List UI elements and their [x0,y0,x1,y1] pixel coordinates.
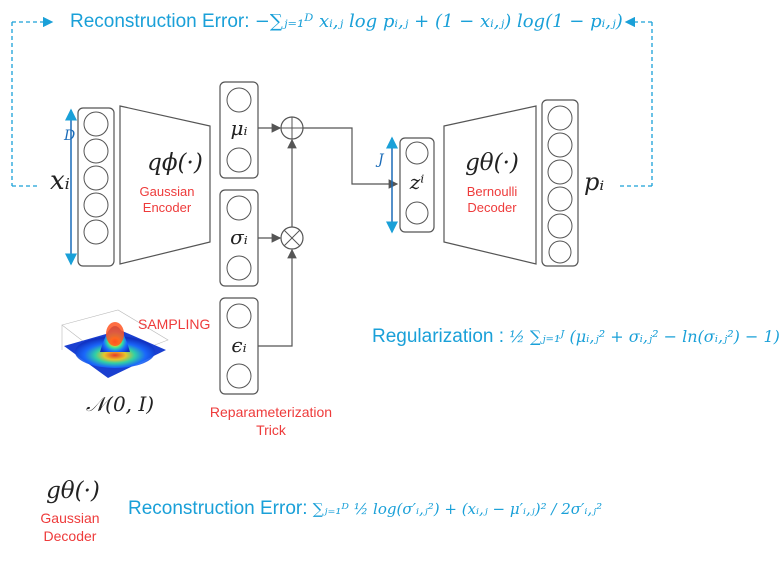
eps-layer [219,297,259,395]
latent-dim-label: J [378,152,384,168]
decoder-trapezoid [443,105,537,265]
reparam-trick-line1: Reparameterization [209,404,333,420]
encoder-trapezoid [119,105,211,265]
regularization-formula: ½ ∑ⱼ₌₁ᴶ (μᵢ,ⱼ² + σᵢ,ⱼ² − ln(σᵢ,ⱼ²) − 1) [509,327,780,346]
mu-layer [219,81,259,179]
sigma-symbol: σᵢ [230,225,248,249]
gaussian-plot [61,309,169,378]
latent-symbol: zⁱ [409,170,425,194]
decoder-symbol: gθ(·) [465,150,519,176]
input-symbol: xᵢ [50,166,70,196]
reparam-trick-line2: Trick [256,422,286,438]
bottom-decoder-name-2: Decoder [43,528,97,544]
bottom-error-formula: ∑ⱼ₌₁ᴰ ½ log(σ′ᵢ,ⱼ²) + (xᵢ,ⱼ − μ′ᵢ,ⱼ)² / … [312,500,603,518]
dashed-feedback-left [11,16,54,187]
bottom-decoder-name-1: Gaussian [40,510,100,526]
bottom-error-label: Reconstruction Error: ∑ⱼ₌₁ᴰ ½ log(σ′ᵢ,ⱼ²… [128,498,602,520]
decoder-name-2: Decoder [467,200,517,215]
regularization-label: Regularization : ½ ∑ⱼ₌₁ᴶ (μᵢ,ⱼ² + σᵢ,ⱼ² … [372,326,780,348]
mu-symbol: μᵢ [230,116,248,140]
output-symbol: pᵢ [584,168,605,196]
top-error-label: Reconstruction Error: −∑ⱼ₌₁ᴰ xᵢ,ⱼ log pᵢ… [70,10,623,33]
decoder-name-1: Bernoulli [466,184,518,199]
bottom-decoder-symbol: gθ(·) [46,478,100,504]
top-error-formula: −∑ⱼ₌₁ᴰ xᵢ,ⱼ log pᵢ,ⱼ + (1 − xᵢ,ⱼ) log(1 … [254,11,623,32]
output-layer [541,99,579,267]
top-error-prefix: Reconstruction Error: [70,11,255,32]
times-node [280,226,304,250]
latent-layer [399,137,435,233]
dashed-feedback-right [620,16,653,187]
encoder-name-2: Encoder [142,200,192,215]
sampling-label: SAMPLING [138,316,211,332]
eps-symbol: ϵᵢ [231,333,247,357]
plus-node [280,116,304,140]
input-layer [77,107,115,267]
encoder-name-1: Gaussian [139,184,195,199]
regularization-prefix: Regularization : [372,326,510,347]
connections [258,123,399,347]
bottom-error-prefix: Reconstruction Error: [128,498,313,519]
input-dim-label: D [64,128,76,144]
encoder-symbol: qϕ(·) [147,150,203,176]
normal-dist-label: 𝒩(0, I) [86,392,155,416]
